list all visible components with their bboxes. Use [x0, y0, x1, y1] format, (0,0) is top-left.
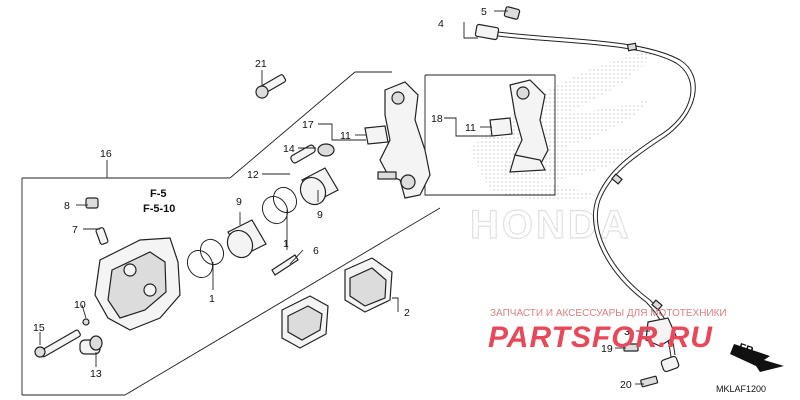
callout-3: 3: [624, 326, 630, 338]
callout-6: 6: [313, 245, 319, 257]
callout-17: 17: [302, 119, 314, 131]
callout-4: 4: [438, 18, 444, 30]
front-direction-arrow: FR.: [730, 341, 784, 372]
callout-11: 11: [340, 130, 351, 142]
callout-11-alt: 11: [465, 122, 476, 134]
bleeder-valve: [95, 227, 109, 245]
leader-lines: [39, 10, 650, 385]
callout-2: 2: [404, 307, 410, 319]
callout-10: 10: [74, 299, 86, 311]
caliper-boot: [79, 335, 103, 355]
brake-pad-front: [344, 257, 393, 313]
callout-18: 18: [431, 113, 443, 125]
watermark-brand: PARTSFOR.RU: [488, 321, 713, 354]
mount-bolt: [255, 74, 287, 99]
callout-14: 14: [283, 143, 295, 155]
bolt-19: [623, 343, 639, 352]
pad-spring: [364, 125, 389, 145]
callout-1: 1: [209, 293, 215, 305]
callout-13: 13: [90, 368, 102, 380]
slide-pin: [290, 144, 316, 164]
callout-20: 20: [620, 379, 632, 391]
honda-text-watermark: HONDA: [470, 203, 632, 247]
watermark-tagline: ЗАПЧАСТИ И АКСЕССУАРЫ ДЛЯ МОТОТЕХНИКИ: [490, 308, 727, 319]
piston-upper: [299, 167, 339, 206]
callout-15: 15: [33, 322, 45, 334]
honda-wing-watermark: HONDA: [469, 50, 655, 248]
caliper-bracket: [377, 81, 431, 199]
seal-upper: [261, 186, 298, 225]
caliper-body: [94, 237, 181, 331]
retaining-clip: [82, 318, 90, 326]
diagram-code: MKLAF1200: [716, 384, 766, 394]
callout-16: 16: [100, 148, 112, 160]
speed-sensor: [645, 317, 680, 373]
caliper-bracket-alt: [509, 79, 549, 173]
piston-lower: [226, 219, 267, 259]
callout-labels: 1 1 2 3 4 5 6 7 8 9 9 10 11 11 12 13 14 …: [33, 6, 632, 391]
brake-pad-rear: [281, 295, 329, 349]
pin-boot: [317, 143, 335, 157]
callout-9-upper: 9: [317, 209, 323, 221]
caliper-bolt: [34, 329, 81, 358]
bolt-20: [640, 375, 659, 388]
reference-f5-10: F-5-10: [143, 203, 175, 215]
bleeder-cap: [85, 197, 99, 209]
callout-1-upper: 1: [283, 238, 289, 250]
callout-12: 12: [247, 169, 259, 181]
pad-spring-alt: [489, 117, 513, 137]
pad-pin: [271, 254, 299, 276]
callout-19: 19: [601, 343, 613, 355]
shop-watermark: ЗАПЧАСТИ И АКСЕССУАРЫ ДЛЯ МОТОТЕХНИКИ PA…: [488, 308, 727, 354]
callout-8: 8: [64, 200, 70, 212]
callout-9: 9: [236, 196, 242, 208]
assembly-outline: [21, 71, 556, 396]
reference-f5: F-5: [150, 188, 167, 200]
seal-lower: [186, 238, 225, 279]
front-label: FR.: [737, 341, 758, 358]
callout-5: 5: [481, 6, 487, 18]
callout-21: 21: [255, 58, 267, 70]
callout-7: 7: [72, 224, 78, 236]
sensor-cable: [497, 31, 696, 358]
